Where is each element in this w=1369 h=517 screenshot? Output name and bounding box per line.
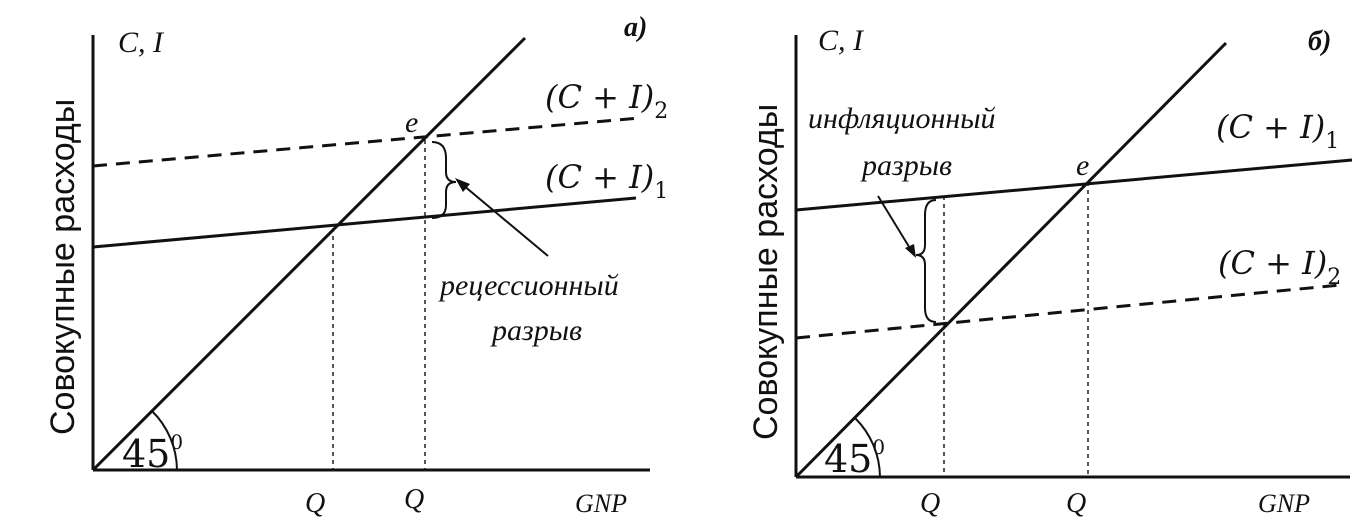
panel-b-gap-label-line2: разрыв bbox=[860, 149, 952, 182]
panel-a: Совокупные расходы C, I а) GNP 450 e (C … bbox=[44, 12, 668, 517]
panel-b-y-symbol: C, I bbox=[818, 24, 865, 57]
panel-b-line-ci2 bbox=[795, 283, 1341, 340]
panel-a-gap-label-line2: разрыв bbox=[490, 314, 582, 347]
panel-b-q-label-left: Q bbox=[920, 488, 940, 517]
panel-a-angle-arc bbox=[151, 410, 178, 471]
panel-a-gap-arrow bbox=[462, 184, 549, 257]
panel-b-label-ci2: (C + I)2 bbox=[1218, 244, 1341, 290]
panel-b-angle-arc bbox=[854, 417, 881, 478]
panel-b-q-label-right: Q bbox=[1066, 488, 1086, 517]
panel-a-gap-arrowhead bbox=[455, 178, 470, 192]
panel-a-q-label-right: Q bbox=[404, 484, 424, 515]
panel-b-gap-arrow bbox=[877, 195, 912, 251]
panel-a-q-label-left: Q bbox=[305, 488, 325, 517]
panel-b-45-line bbox=[794, 41, 1228, 479]
panel-a-gap-brace bbox=[431, 141, 457, 219]
panel-a-y-axis-label: Совокупные расходы bbox=[44, 99, 82, 435]
panel-a-line-ci1 bbox=[92, 196, 637, 249]
panel-a-45-line bbox=[91, 36, 527, 472]
panel-a-letter: а) bbox=[624, 12, 647, 43]
panel-b-equilibrium-label: e bbox=[1076, 149, 1089, 182]
panel-b-line-ci1 bbox=[795, 158, 1353, 212]
panel-a-equilibrium-label: e bbox=[405, 106, 418, 139]
panel-b-letter: б) bbox=[1308, 26, 1331, 57]
panel-a-angle-label: 450 bbox=[122, 430, 183, 476]
panel-b: Совокупные расходы C, I б) GNP 450 e (C … bbox=[747, 24, 1353, 517]
panel-a-gap-label-line1: рецессионный bbox=[438, 269, 619, 302]
panel-b-gap-label-line1: инфляционный bbox=[808, 102, 996, 135]
panel-b-gap-arrowhead bbox=[905, 244, 916, 258]
panel-a-y-symbol: C, I bbox=[118, 26, 165, 59]
panel-b-gap-brace bbox=[915, 199, 937, 323]
panel-b-label-ci1: (C + I)1 bbox=[1216, 108, 1339, 154]
panel-b-angle-label: 450 bbox=[824, 435, 885, 481]
panel-b-x-axis-label: GNP bbox=[1258, 489, 1310, 517]
panel-a-label-ci2: (C + I)2 bbox=[545, 78, 668, 124]
panel-a-label-ci1: (C + I)1 bbox=[545, 158, 668, 204]
panel-a-x-axis-label: GNP bbox=[575, 489, 627, 517]
panel-b-y-axis-label: Совокупные расходы bbox=[747, 104, 785, 440]
